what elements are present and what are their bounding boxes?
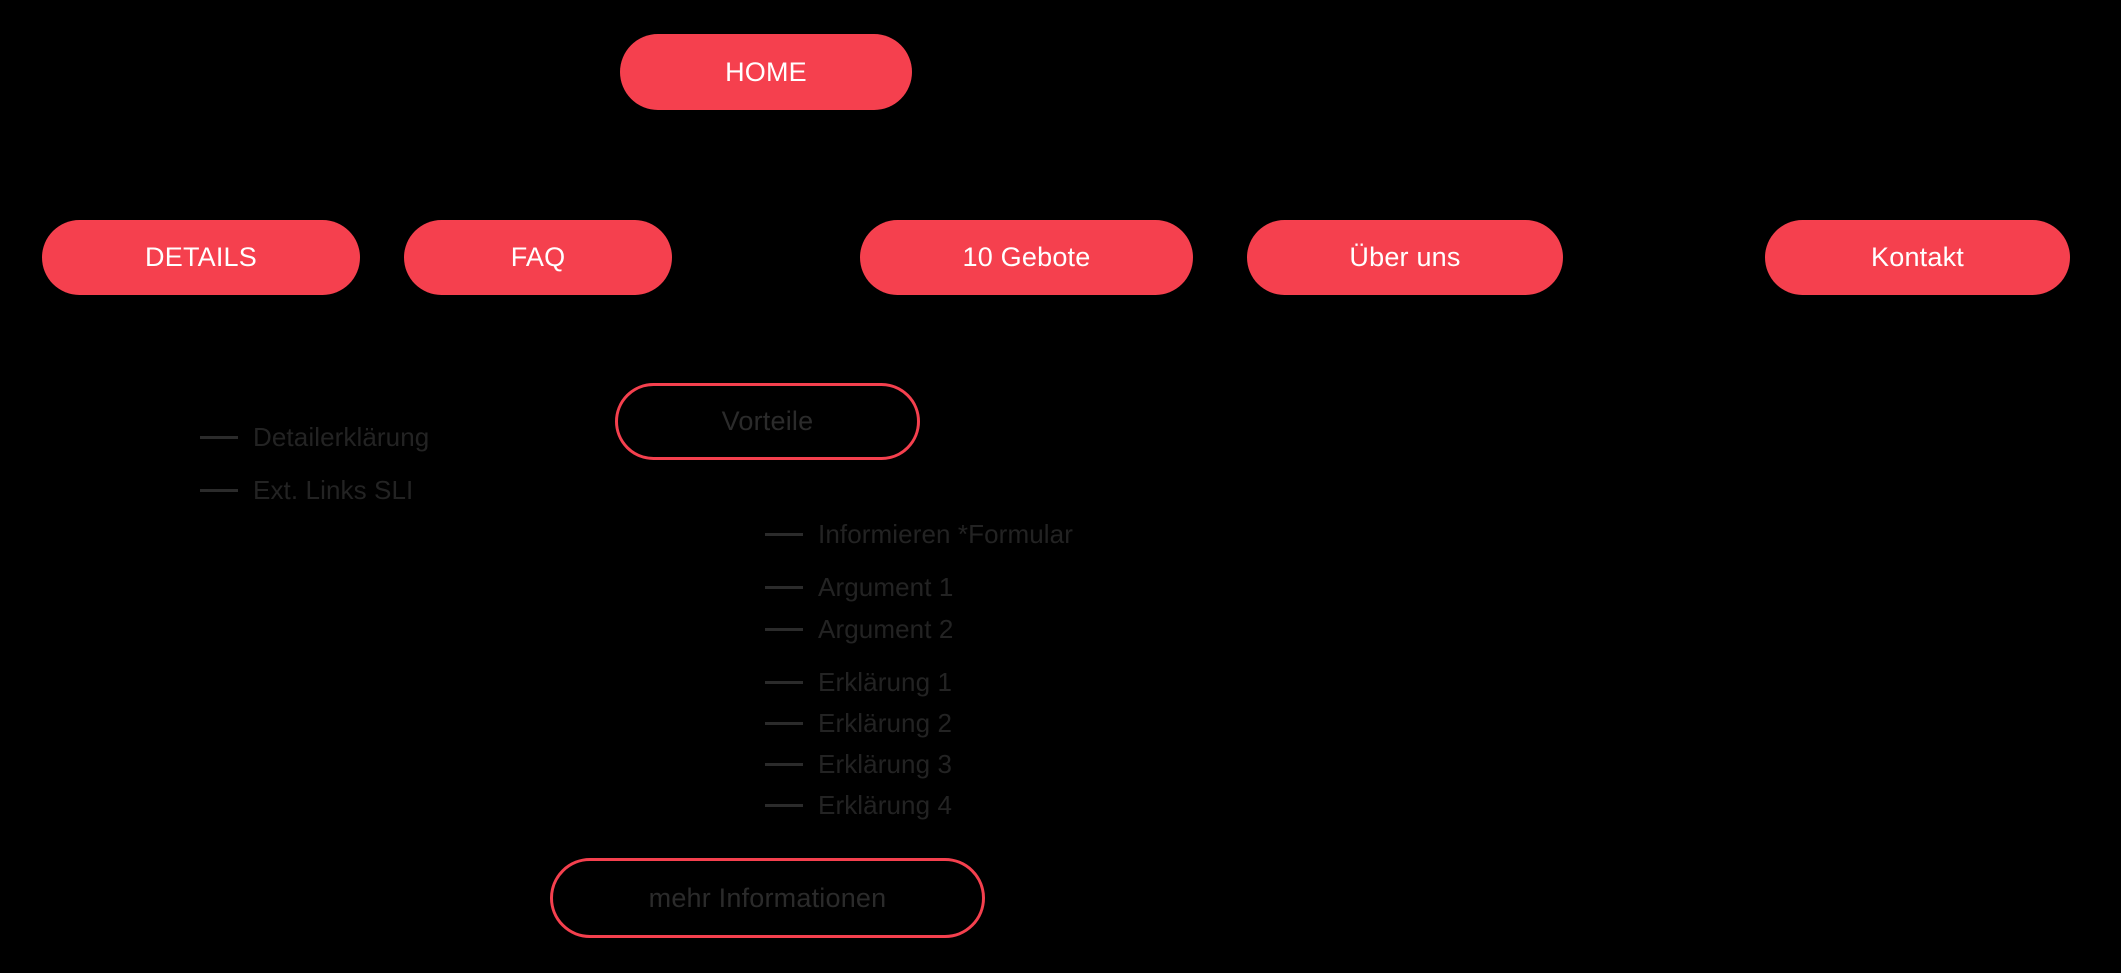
list-item[interactable]: Erklärung 3 <box>765 749 1073 779</box>
dash-icon <box>765 585 803 589</box>
dash-icon <box>765 627 803 631</box>
node-faq[interactable]: FAQ <box>404 220 672 295</box>
list-item[interactable]: Erklärung 1 <box>765 667 1073 697</box>
list-item-label: Erklärung 1 <box>818 667 953 697</box>
node-kontakt[interactable]: Kontakt <box>1765 220 2070 295</box>
node-vorteile-label: Vorteile <box>721 406 814 436</box>
dash-icon <box>765 532 803 536</box>
list-item[interactable]: Argument 2 <box>765 614 1073 644</box>
list-item-label: Detailerklärung <box>253 422 430 452</box>
list-item[interactable]: Argument 1 <box>765 572 1073 602</box>
dash-icon <box>765 762 803 766</box>
list-item[interactable]: Detailerklärung <box>200 422 429 452</box>
dash-icon <box>200 435 238 439</box>
list-item[interactable]: Ext. Links SLI <box>200 475 429 505</box>
list-item[interactable]: Informieren *Formular <box>765 519 1073 549</box>
list-item-label: Erklärung 4 <box>818 790 953 820</box>
node-vorteile[interactable]: Vorteile <box>615 383 920 460</box>
node-mehr-informationen-label: mehr Informationen <box>648 882 887 913</box>
details-children-list: Detailerklärung Ext. Links SLI <box>200 422 429 505</box>
node-details[interactable]: DETAILS <box>42 220 360 295</box>
node-mehr-informationen[interactable]: mehr Informationen <box>550 858 985 938</box>
node-10-gebote[interactable]: 10 Gebote <box>860 220 1193 295</box>
list-item[interactable]: Erklärung 2 <box>765 708 1073 738</box>
node-home-label: HOME <box>725 56 807 87</box>
node-home[interactable]: HOME <box>620 34 912 110</box>
list-item-label: Erklärung 2 <box>818 708 953 738</box>
vorteile-children-list: Informieren *Formular Argument 1 Argumen… <box>765 519 1073 820</box>
node-10-gebote-label: 10 Gebote <box>962 242 1091 272</box>
list-item-label: Ext. Links SLI <box>253 475 414 505</box>
list-item-label: Argument 1 <box>818 572 954 602</box>
node-details-label: DETAILS <box>145 242 257 272</box>
dash-icon <box>765 721 803 725</box>
node-faq-label: FAQ <box>510 242 566 272</box>
list-item-label: Erklärung 3 <box>818 749 953 779</box>
list-item-label: Argument 2 <box>818 614 954 644</box>
dash-icon <box>765 680 803 684</box>
dash-icon <box>200 488 238 492</box>
node-kontakt-label: Kontakt <box>1871 242 1964 272</box>
dash-icon <box>765 803 803 807</box>
list-item[interactable]: Erklärung 4 <box>765 790 1073 820</box>
node-ueber-uns[interactable]: Über uns <box>1247 220 1563 295</box>
node-ueber-uns-label: Über uns <box>1349 242 1461 272</box>
list-item-label: Informieren *Formular <box>818 519 1073 549</box>
